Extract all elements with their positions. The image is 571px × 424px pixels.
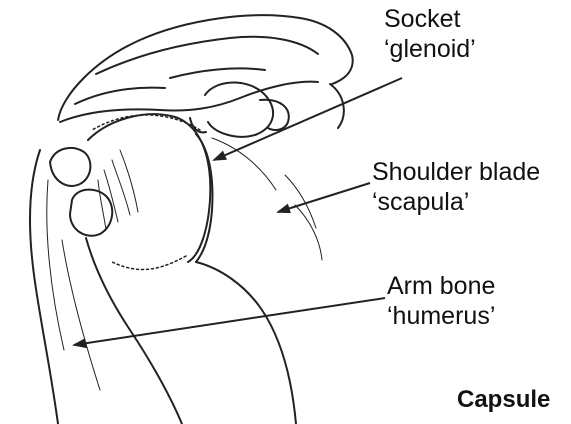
capsule-label: Capsule bbox=[457, 385, 550, 415]
humeral-head bbox=[88, 114, 210, 262]
humerus-shaft bbox=[30, 150, 182, 424]
humerus-label-line1: Arm bone bbox=[387, 271, 495, 301]
socket-label: Socket ‘glenoid’ bbox=[384, 4, 476, 64]
scapula-pointer-arrow bbox=[278, 183, 370, 212]
humerus-label: Arm bone ‘humerus’ bbox=[387, 271, 495, 331]
socket-label-line2: ‘glenoid’ bbox=[384, 34, 476, 64]
scapula-label-line2: ‘scapula’ bbox=[372, 187, 540, 217]
joint-capsule bbox=[92, 115, 200, 270]
scapula-label-line1: Shoulder blade bbox=[372, 157, 540, 187]
clavicle-acromion bbox=[58, 15, 353, 128]
socket-pointer-arrow bbox=[214, 78, 402, 160]
coracoid-process bbox=[190, 83, 289, 137]
humerus-label-line2: ‘humerus’ bbox=[387, 301, 495, 331]
scapula-label: Shoulder blade ‘scapula’ bbox=[372, 157, 540, 217]
humerus-pointer-arrow bbox=[74, 298, 385, 345]
socket-label-line1: Socket bbox=[384, 4, 476, 34]
scapula-outline bbox=[196, 134, 322, 424]
humeral-tubercles bbox=[50, 148, 112, 236]
